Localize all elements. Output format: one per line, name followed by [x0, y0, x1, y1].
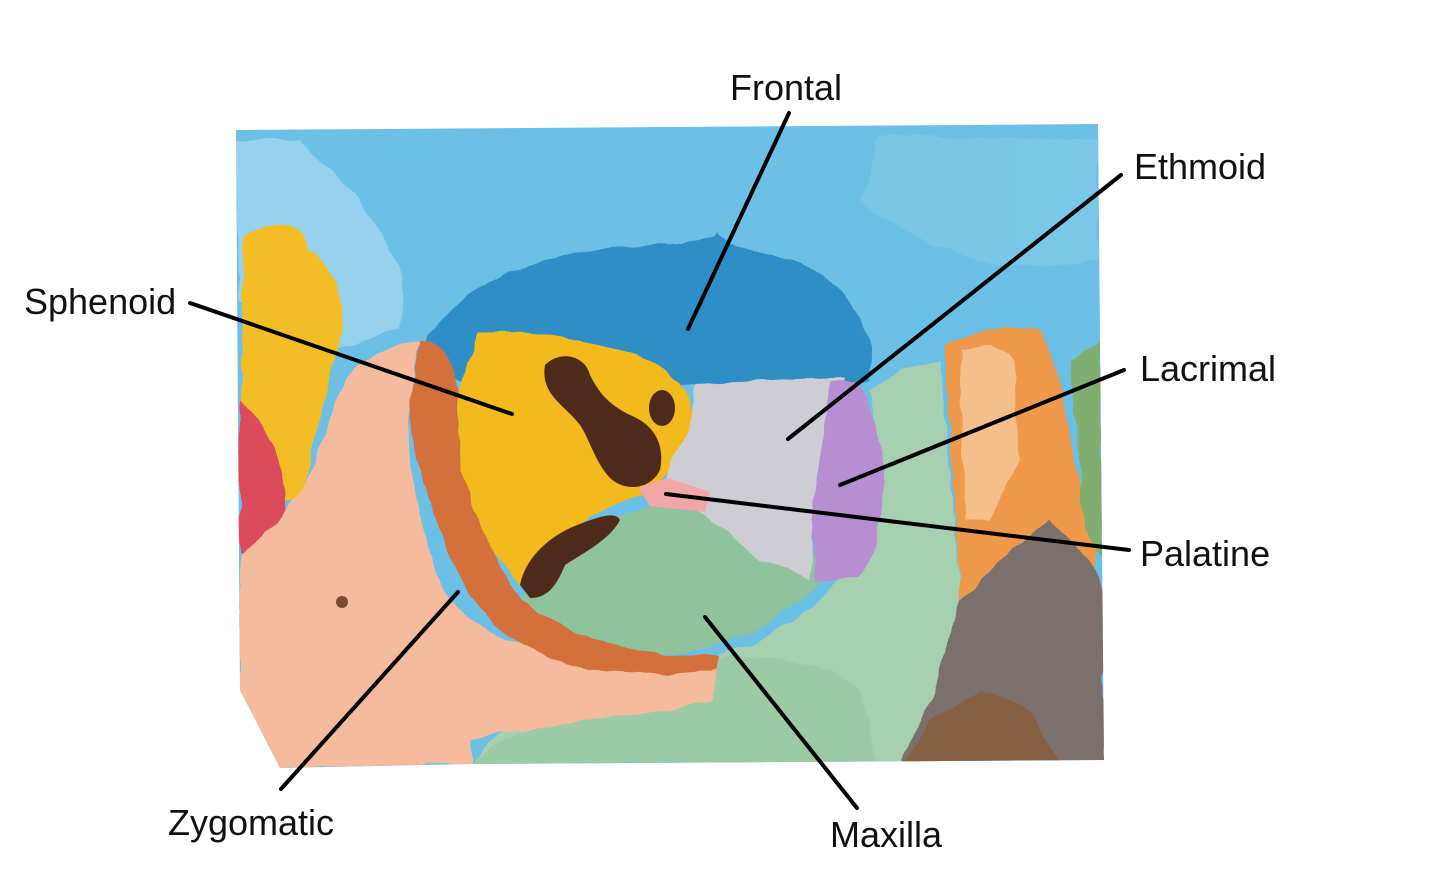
- zygomatic-foramen: [336, 596, 348, 608]
- zygomatic-leader: [279, 590, 460, 791]
- nasal-cavity-shadow: [900, 520, 1104, 764]
- sphenoid-left-wing-region: [240, 223, 343, 500]
- right-edge-green: [1070, 340, 1104, 560]
- palatine-leader: [664, 492, 1131, 552]
- frontal-leader: [686, 111, 791, 331]
- inferior-orbital-fissure: [520, 515, 620, 598]
- sphenoid-orbit-region: [458, 331, 693, 585]
- maxilla-lower-region: [470, 656, 880, 764]
- frontal-highlight-right: [860, 135, 1098, 267]
- ethmoid-label: Ethmoid: [1134, 146, 1266, 187]
- zygomatic-inner-rim: [410, 340, 720, 674]
- leader-lines: [188, 111, 1131, 810]
- palatine-label: Palatine: [1140, 533, 1270, 574]
- optic-canal: [649, 390, 675, 426]
- maxilla-region: [470, 360, 960, 764]
- nasal-highlight: [960, 347, 1020, 520]
- superior-orbital-fissure: [544, 356, 662, 488]
- orbit-illustration: [236, 124, 1104, 768]
- labels: Frontal Ethmoid Sphenoid Lacrimal Palati…: [24, 67, 1276, 855]
- sphenoid-label: Sphenoid: [24, 281, 176, 322]
- ethmoid-leader: [786, 173, 1123, 441]
- red-region: [240, 400, 286, 557]
- nasal-cavity-brown: [905, 690, 1060, 764]
- frontal-label: Frontal: [730, 67, 842, 108]
- zygomatic-label: Zygomatic: [168, 802, 334, 843]
- lacrimal-leader: [838, 368, 1126, 487]
- sphenoid-leader: [188, 301, 514, 416]
- maxilla-leader: [703, 615, 859, 810]
- lacrimal-label: Lacrimal: [1140, 348, 1276, 389]
- maxilla-label: Maxilla: [830, 814, 943, 855]
